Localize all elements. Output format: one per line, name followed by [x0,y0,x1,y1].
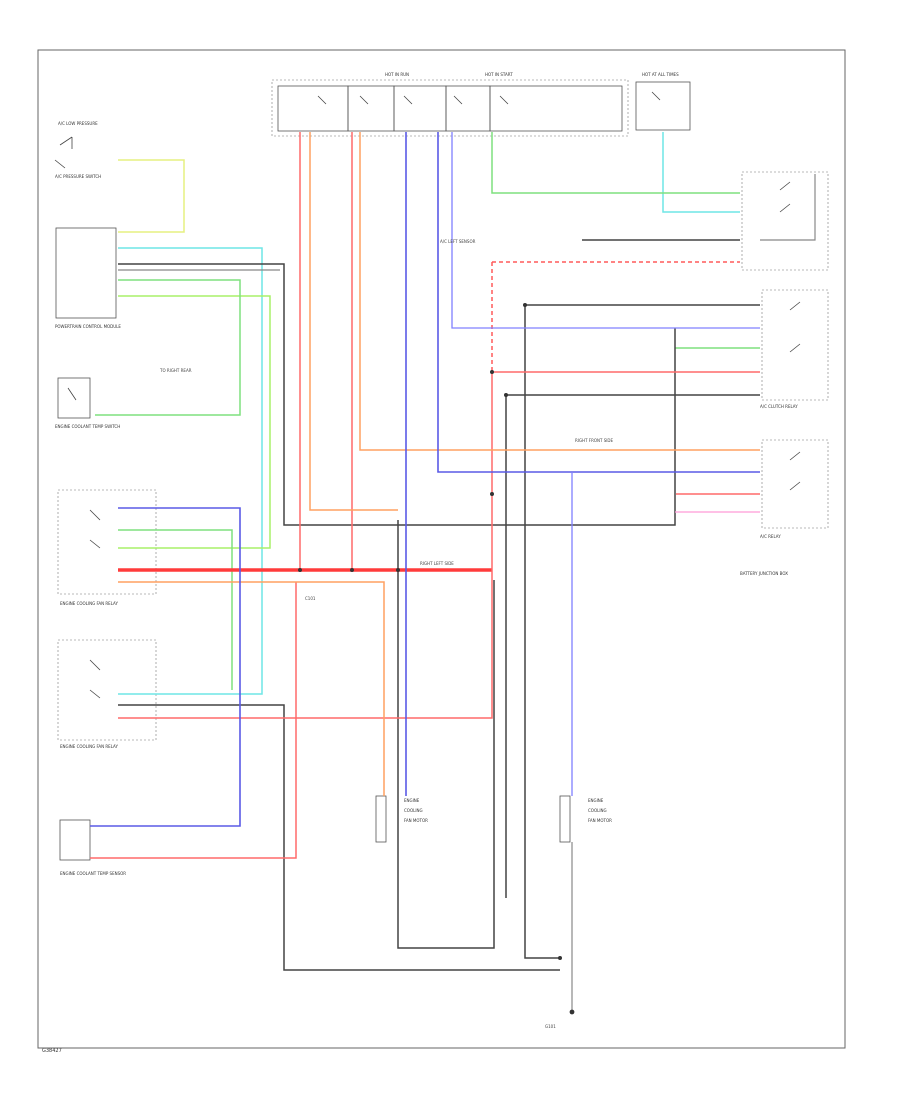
wire-green [95,279,241,416]
svg-text:HOT IN START: HOT IN START [485,72,513,77]
wire-orange-1 [309,132,398,511]
wire-cyan-2 [662,132,740,213]
svg-text:ENGINE COOLING FAN RELAY: ENGINE COOLING FAN RELAY [60,744,118,749]
engine-cooling-relay-2 [57,639,157,741]
diagram-frame [37,49,846,1049]
low-pressure-switch: A/C LOW PRESSURE A/C PRESSURE SWITCH [54,121,101,179]
wire-black-5 [397,520,495,949]
svg-text:HOT AT ALL TIMES: HOT AT ALL TIMES [642,72,679,77]
wire-black-3 [505,394,760,898]
svg-text:BATTERY JUNCTION BOX: BATTERY JUNCTION BOX [740,571,788,576]
ac-relay [761,439,829,529]
svg-text:COOLING: COOLING [404,808,423,813]
fuse-symbols [317,91,661,105]
wire-cyan [118,247,263,695]
cooling-fan-switch-box [57,377,91,419]
wire-green-4 [118,529,233,690]
wire-lblue-1 [451,132,760,329]
wire-blue-2 [90,507,241,827]
wire-black-2 [524,304,760,959]
svg-text:ENGINE: ENGINE [404,798,420,803]
wire-blue-3 [437,132,760,473]
engine-coolant-temp-sensor [59,819,91,861]
svg-text:COOLING: COOLING [588,808,607,813]
fan-relay [761,289,829,401]
fan-motor-right: ENGINE COOLING FAN MOTOR [559,795,612,843]
svg-text:A/C LEFT SENSOR: A/C LEFT SENSOR [440,239,476,244]
svg-text:A/C PRESSURE SWITCH: A/C PRESSURE SWITCH [55,174,101,179]
splice-points [298,303,575,1015]
wire-red-3 [118,371,760,719]
svg-text:A/C CLUTCH RELAY: A/C CLUTCH RELAY [760,404,798,409]
svg-text:HOT IN RUN: HOT IN RUN [385,72,409,77]
svg-text:RIGHT FRONT SIDE: RIGHT FRONT SIDE [575,438,614,443]
svg-text:POWERTRAIN CONTROL MODULE: POWERTRAIN CONTROL MODULE [55,324,121,329]
fan-motor-left: ENGINE COOLING FAN MOTOR [375,795,428,843]
engine-cooling-relay-1 [57,489,157,595]
fuse-labels: HOT IN RUN HOT IN START HOT AT ALL TIMES [385,72,679,77]
fuse-block-top [271,79,691,137]
svg-text:TO RIGHT REAR: TO RIGHT REAR [159,368,192,373]
svg-text:FAN MOTOR: FAN MOTOR [404,818,428,823]
hot-at-all-times-box [635,81,691,131]
svg-text:A/C LOW PRESSURE: A/C LOW PRESSURE [58,121,98,126]
svg-text:ENGINE COOLANT TEMP SENSOR: ENGINE COOLANT TEMP SENSOR [60,871,126,876]
svg-text:ENGINE: ENGINE [588,798,604,803]
wire-orange-3 [118,581,385,796]
wire-yellow [118,159,185,233]
wire-red-5 [90,582,297,859]
svg-text:ENGINE COOLING FAN RELAY: ENGINE COOLING FAN RELAY [60,601,118,606]
wire-orange-2 [359,132,760,451]
wire-green-2 [491,132,740,194]
svg-text:A/C RELAY: A/C RELAY [760,534,781,539]
svg-text:G101: G101 [545,1024,556,1029]
wire-black-main [118,263,676,526]
svg-text:C101: C101 [305,596,316,601]
wire-gray-2 [760,174,816,241]
wire-red-dashed [491,261,740,372]
svg-text:FAN MOTOR: FAN MOTOR [588,818,612,823]
diagram-code: G38427 [42,1048,62,1054]
connector-labels: A/C LEFT SENSOR RIGHT FRONT SIDE RIGHT L… [159,239,614,1029]
wire-light-green [118,295,271,549]
svg-text:RIGHT LEFT SIDE: RIGHT LEFT SIDE [420,561,454,566]
powertrain-control-module [55,227,117,319]
svg-text:ENGINE COOLANT TEMP SWITCH: ENGINE COOLANT TEMP SWITCH [55,424,120,429]
wire-black-4 [118,704,560,971]
